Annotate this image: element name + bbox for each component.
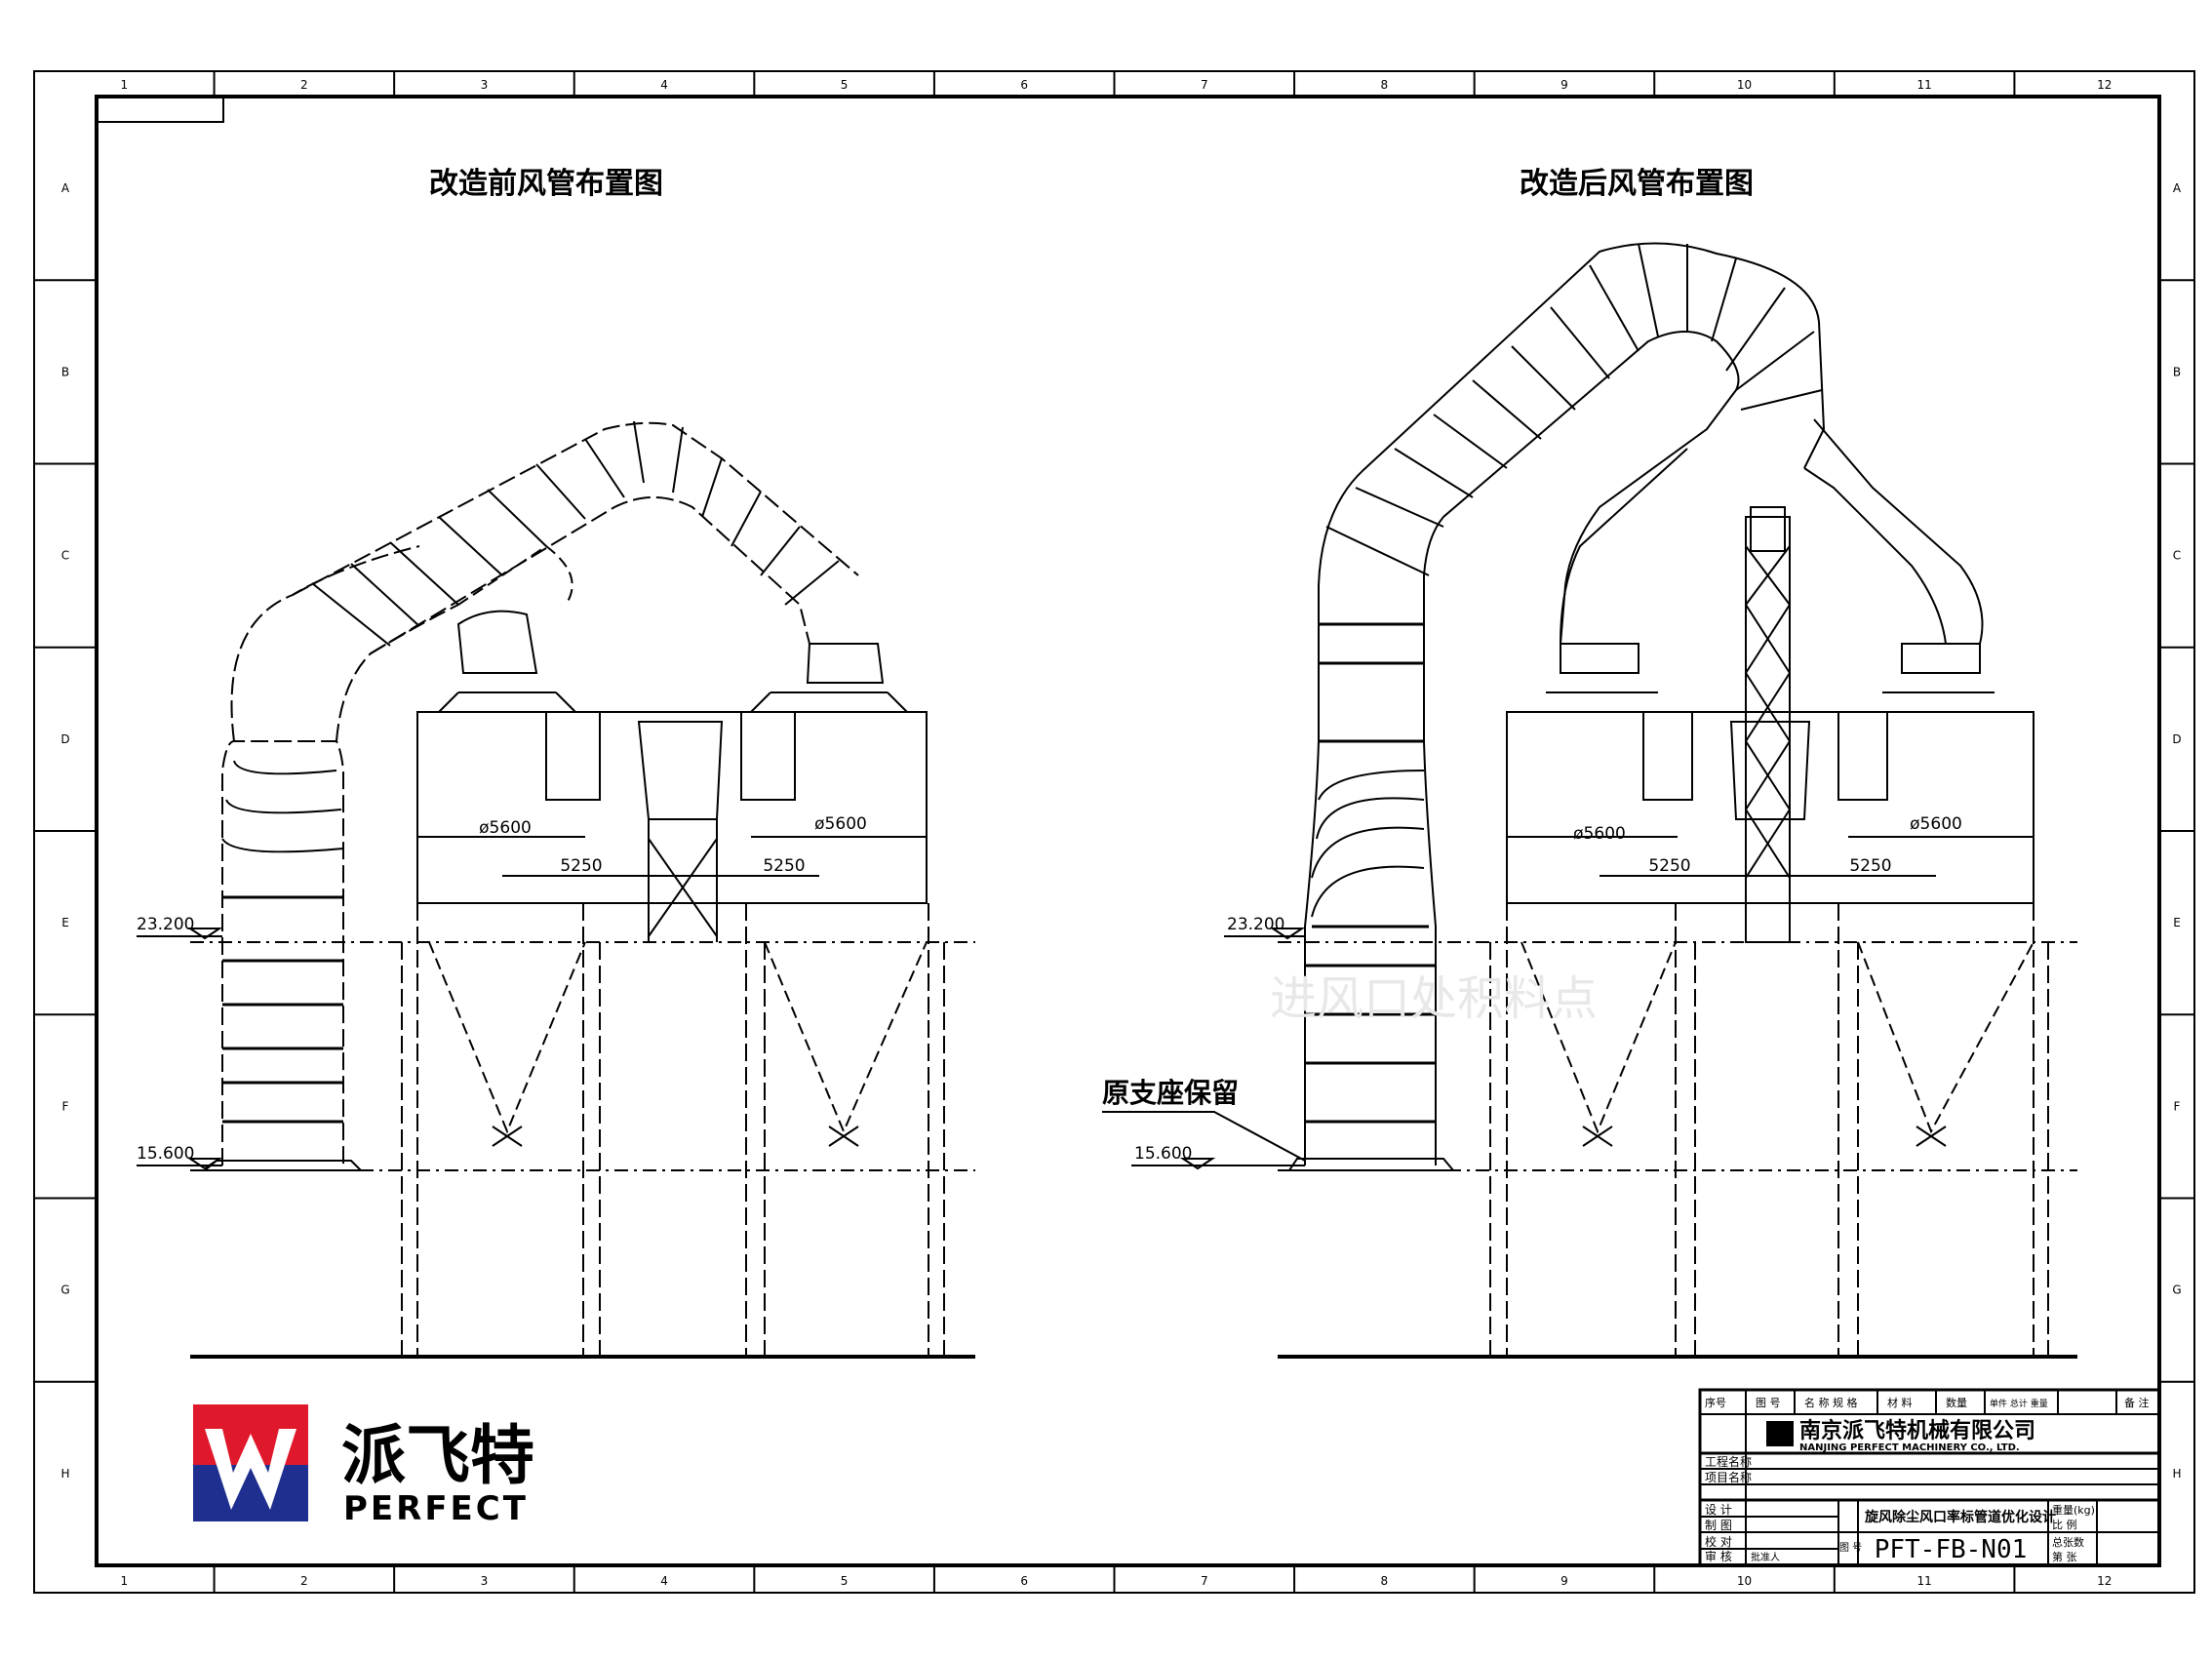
tb-h-note: 备 注 xyxy=(2124,1396,2150,1409)
col-bottom-0: 1 xyxy=(120,1574,128,1588)
right-note: 原支座保留 xyxy=(1102,1077,1239,1109)
left-elevation-marks xyxy=(137,928,223,1170)
tb-drawing-title: 旋风除尘风口率标管道优化设计 xyxy=(1864,1509,2056,1525)
tb-company-en: NANJING PERFECT MACHINERY CO., LTD. xyxy=(1799,1442,2020,1453)
col-bottom-4: 5 xyxy=(841,1574,849,1588)
col-bottom-6: 7 xyxy=(1201,1574,1208,1588)
tb-row-6: 批准人 xyxy=(1751,1551,1780,1563)
col-bottom-3: 4 xyxy=(660,1574,668,1588)
left-dia-left: ø5600 xyxy=(479,818,532,838)
col-top-5: 6 xyxy=(1020,78,1028,92)
row-right-7: H xyxy=(2172,1467,2181,1481)
tb-r-0: 重量(kg) xyxy=(2052,1503,2095,1517)
right-dia-right: ø5600 xyxy=(1910,814,1962,834)
row-left-4: E xyxy=(61,916,69,929)
col-top-9: 10 xyxy=(1737,78,1752,92)
watermark: 进风口处积料点 xyxy=(1270,971,1598,1026)
sheet-frame xyxy=(33,70,2195,1594)
row-right-6: G xyxy=(2172,1284,2181,1297)
row-left-3: D xyxy=(60,732,69,746)
row-right-0: A xyxy=(2173,181,2182,195)
col-top-3: 4 xyxy=(660,78,668,92)
tb-h-weight: 单件 总计 重量 xyxy=(1990,1398,2048,1409)
left-span-left: 5250 xyxy=(560,856,602,876)
tb-h-qty: 数量 xyxy=(1946,1397,1967,1409)
logo-w-mark xyxy=(205,1429,296,1510)
col-top-6: 7 xyxy=(1201,78,1208,92)
col-bottom-7: 8 xyxy=(1381,1574,1389,1588)
col-bottom-5: 6 xyxy=(1020,1574,1028,1588)
tb-h-dwg: 图 号 xyxy=(1756,1397,1781,1409)
tb-company-cn: 南京派飞特机械有限公司 xyxy=(1799,1418,2035,1443)
col-bottom-1: 2 xyxy=(300,1574,308,1588)
logo-en-text: PERFECT xyxy=(343,1489,529,1528)
col-top-11: 12 xyxy=(2097,78,2112,92)
tb-row-5: 审 核 xyxy=(1705,1549,1732,1563)
tb-row-1: 项目名称 xyxy=(1705,1470,1752,1484)
title-block-header: 序号 图 号 名 称 规 格 材 料 数量 单件 总计 重量 备 注 xyxy=(1705,1396,2150,1409)
col-top-2: 3 xyxy=(481,78,489,92)
right-elev-bottom: 15.600 xyxy=(1134,1144,1192,1164)
col-top-8: 9 xyxy=(1560,78,1568,92)
row-right-4: E xyxy=(2173,916,2181,929)
right-dia-left: ø5600 xyxy=(1573,824,1626,844)
row-left-1: B xyxy=(61,365,69,378)
title-block-right-labels: 重量(kg) 比 例 总张数 第 张 xyxy=(2052,1503,2095,1563)
right-elevation-marks xyxy=(1131,928,1306,1170)
row-right-3: D xyxy=(2172,732,2181,746)
tb-h-name: 名 称 规 格 xyxy=(1804,1396,1858,1409)
tb-drawing-no: PFT-FB-N01 xyxy=(1875,1535,2028,1564)
row-index-left: A B C D E F G H xyxy=(60,181,70,1481)
row-index-right: A B C D E F G H xyxy=(2172,181,2182,1481)
col-bottom-11: 12 xyxy=(2097,1574,2112,1588)
row-right-2: C xyxy=(2173,549,2181,563)
tb-r-2: 总张数 xyxy=(2052,1535,2084,1549)
tb-h-mat: 材 料 xyxy=(1887,1396,1913,1409)
left-view-title: 改造前风管布置图 xyxy=(429,167,663,201)
right-span-left: 5250 xyxy=(1648,856,1690,876)
tb-row-0: 工程名称 xyxy=(1705,1454,1752,1469)
col-bottom-10: 11 xyxy=(1916,1574,1931,1588)
tb-row-2: 设 计 xyxy=(1705,1503,1732,1517)
left-elev-top: 23.200 xyxy=(137,915,194,934)
left-view-diagram xyxy=(190,420,975,1359)
tb-h-no: 序号 xyxy=(1705,1396,1726,1409)
row-right-1: B xyxy=(2173,365,2181,378)
tb-r-1: 比 例 xyxy=(2052,1518,2077,1531)
right-elev-top: 23.200 xyxy=(1227,915,1284,934)
col-top-7: 8 xyxy=(1381,78,1389,92)
title-block-left-labels: 工程名称 项目名称 设 计 制 图 校 对 审 核 批准人 xyxy=(1705,1454,1780,1563)
tb-row-4: 校 对 xyxy=(1705,1534,1732,1549)
title-block xyxy=(1698,1388,2161,1567)
right-span-right: 5250 xyxy=(1849,856,1891,876)
tb-drawing-no-label: 图 号 xyxy=(1839,1542,1862,1554)
company-logo xyxy=(193,1404,308,1521)
row-left-2: C xyxy=(61,549,69,563)
col-top-4: 5 xyxy=(841,78,849,92)
logo-cn-text: 派飞特 xyxy=(341,1418,534,1493)
right-view-title: 改造后风管布置图 xyxy=(1520,167,1754,201)
row-left-7: H xyxy=(60,1467,69,1481)
col-top-0: 1 xyxy=(120,78,128,92)
col-top-10: 11 xyxy=(1916,78,1931,92)
col-top-1: 2 xyxy=(300,78,308,92)
row-left-6: G xyxy=(60,1284,69,1297)
row-left-5: F xyxy=(62,1099,69,1113)
left-span-right: 5250 xyxy=(763,856,805,876)
col-bottom-9: 10 xyxy=(1737,1574,1752,1588)
col-bottom-2: 3 xyxy=(481,1574,489,1588)
left-dia-right: ø5600 xyxy=(814,814,867,834)
tb-r-3: 第 张 xyxy=(2052,1550,2077,1563)
left-elev-bottom: 15.600 xyxy=(137,1144,194,1164)
row-right-5: F xyxy=(2174,1099,2181,1113)
row-left-0: A xyxy=(61,181,70,195)
right-view-diagram xyxy=(1102,242,2077,1359)
tb-row-3: 制 图 xyxy=(1705,1519,1732,1532)
col-bottom-8: 9 xyxy=(1560,1574,1568,1588)
